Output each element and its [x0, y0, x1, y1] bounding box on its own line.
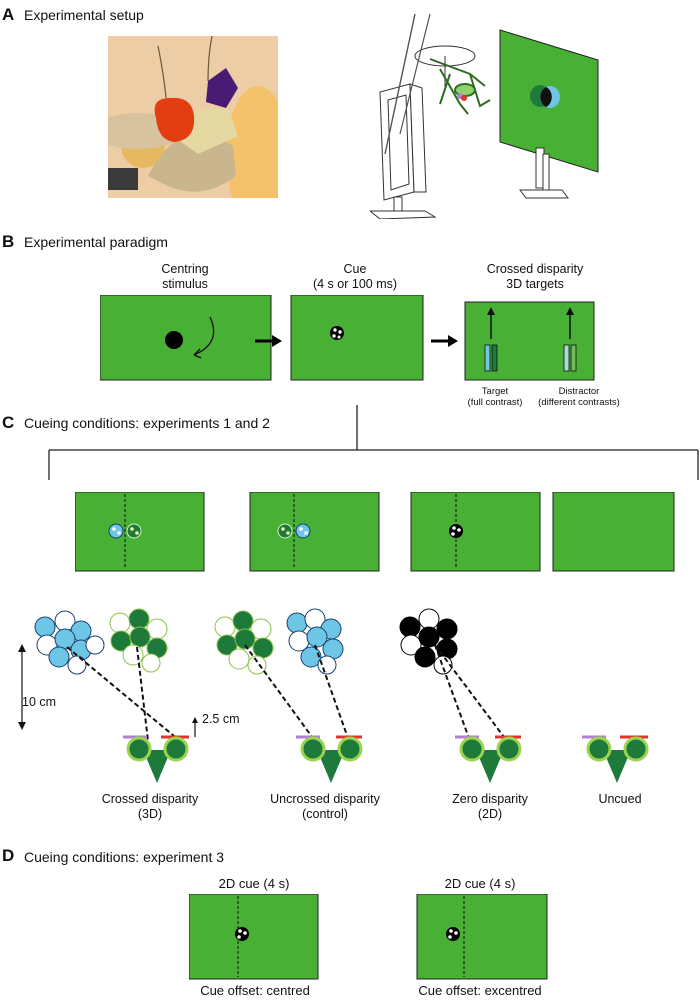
- cond-uncrossed-line2: (control): [302, 807, 348, 821]
- step-cue-line2: (4 s or 100 ms): [312, 277, 398, 291]
- cond-uncued-label: Uncued: [570, 792, 670, 807]
- cluster-black: [399, 608, 458, 675]
- apparatus-drawing: [370, 14, 599, 219]
- target-caption-line1: Target: [481, 386, 509, 397]
- cluster-green-1: [109, 608, 168, 673]
- disparity-diagrams: [18, 608, 649, 783]
- cluster-blue-2: [286, 608, 344, 675]
- arrow-b-1: [255, 335, 282, 347]
- d-panel1-bottom: Cue offset: centred: [200, 983, 310, 998]
- cue-screen: [290, 295, 424, 381]
- section-d-letter: D: [2, 846, 15, 865]
- cond-zero-label: Zero disparity (2D): [430, 792, 550, 822]
- distractor-caption-line2: (different contrasts): [538, 397, 620, 408]
- step-targets-line1: Crossed disparity: [486, 262, 584, 276]
- scale-10cm: 10 cm: [22, 695, 57, 709]
- target-bar-right: [491, 344, 498, 372]
- cond-crossed-line2: (3D): [137, 807, 163, 821]
- section-a-title: Experimental setup: [24, 7, 144, 23]
- arrow-b-2: [431, 335, 458, 347]
- section-a-letter: A: [2, 5, 15, 24]
- distractor-caption: Distractor (different contrasts): [524, 386, 634, 408]
- cond-uncrossed-line1: Uncrossed disparity: [270, 792, 380, 806]
- section-b-title: Experimental paradigm: [24, 234, 168, 250]
- distractor-caption-line1: Distractor: [558, 386, 600, 397]
- head-1: [123, 735, 189, 783]
- scale-2-5cm: 2.5 cm: [202, 712, 240, 726]
- step-targets-label: Crossed disparity 3D targets: [450, 262, 620, 292]
- mantis-photo: [108, 36, 278, 198]
- step-cue-label: Cue (4 s or 100 ms): [280, 262, 430, 292]
- target-bar-left: [484, 344, 491, 372]
- step-centring-label: Centring stimulus: [110, 262, 260, 292]
- section-b-letter: B: [2, 232, 15, 251]
- distractor-bar-left: [563, 344, 570, 372]
- cond-uncrossed-label: Uncrossed disparity (control): [250, 792, 400, 822]
- paradigm-screens: [100, 295, 595, 381]
- cluster-blue-1: [34, 610, 105, 675]
- target-caption-line2: (full contrast): [467, 397, 523, 408]
- step-centring-line1: Centring: [161, 262, 209, 276]
- section-c-letter: C: [2, 413, 15, 432]
- head-3: [455, 735, 522, 783]
- d-screen-2: [416, 894, 548, 980]
- step-cue-line1: Cue: [343, 262, 367, 276]
- exp3-screens: [189, 894, 548, 980]
- cond-zero-line1: Zero disparity: [452, 792, 528, 806]
- cond-crossed-line1: Crossed disparity: [101, 792, 199, 806]
- head-4: [582, 735, 649, 783]
- cond-uncued-line1: Uncued: [598, 792, 642, 806]
- d-panel2-bottom: Cue offset: excentred: [418, 983, 542, 998]
- step-targets-line2: 3D targets: [506, 277, 564, 291]
- centring-screen: [100, 295, 272, 381]
- cond-crossed-label: Crossed disparity (3D): [80, 792, 220, 822]
- head-2: [296, 735, 363, 783]
- centring-dot: [165, 331, 183, 349]
- cluster-green-2: [214, 610, 274, 675]
- d-panel1-top: 2D cue (4 s): [218, 876, 290, 891]
- condition-screens: [75, 492, 675, 572]
- d-panel2-top: 2D cue (4 s): [444, 876, 516, 891]
- distractor-bar-right: [570, 344, 577, 372]
- section-c-title: Cueing conditions: experiments 1 and 2: [24, 415, 270, 431]
- target-caption: Target (full contrast): [460, 386, 530, 408]
- d-screen-1: [189, 894, 319, 980]
- section-d-title: Cueing conditions: experiment 3: [24, 849, 225, 865]
- condition-bracket: [48, 405, 699, 480]
- step-centring-line2: stimulus: [162, 277, 208, 291]
- cond-zero-line2: (2D): [477, 807, 503, 821]
